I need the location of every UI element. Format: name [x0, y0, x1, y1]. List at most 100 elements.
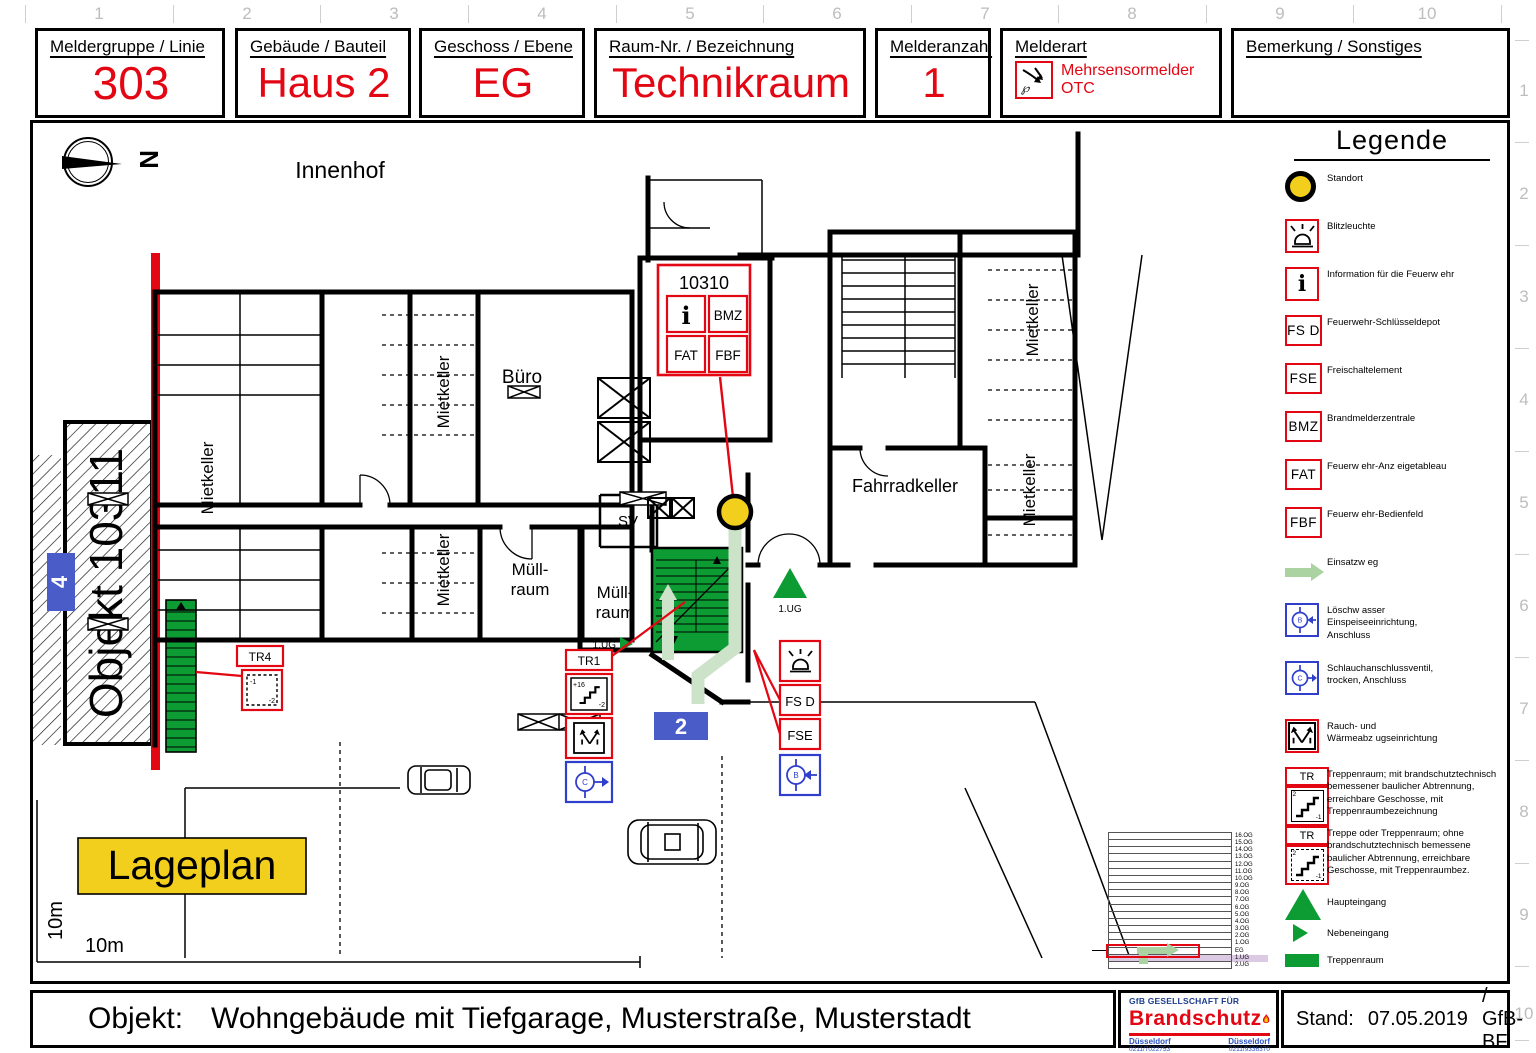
floor-label: 5.OG — [1235, 911, 1250, 918]
legend-item-loeschwasser: B Löschw asser Einspeiseeinrichtung, Ans… — [1277, 603, 1507, 661]
grid-label: 6 — [1519, 596, 1529, 615]
room-label-sv: SV — [618, 513, 638, 530]
floor-label: 10.OG — [1235, 875, 1253, 882]
blitzleuchte-icon — [778, 639, 822, 683]
svg-text:Lageplan: Lageplan — [108, 842, 277, 888]
blitzleuchte-icon — [1285, 219, 1319, 253]
floor-label: 1.UG — [1235, 954, 1250, 961]
grid-label: 3 — [389, 4, 399, 23]
field-label: Geschoss / Ebene — [434, 37, 573, 56]
grid-label: 1 — [1519, 81, 1529, 100]
field-melderart: Melderart ℘ Mehrsensormelder OTC — [1000, 28, 1222, 118]
loeschwasser-icon: B — [1285, 603, 1319, 637]
fat-icon: FAT — [674, 348, 698, 363]
grid-label: 3 — [1519, 287, 1529, 306]
floor-label: 2.OG — [1235, 933, 1250, 940]
floor-label: 3.OG — [1235, 926, 1250, 933]
svg-text:℘: ℘ — [1021, 81, 1030, 95]
svg-text:C: C — [1297, 676, 1302, 683]
rwa-icon — [1285, 719, 1319, 753]
field-value: 303 — [92, 57, 170, 109]
standort-icon — [1285, 171, 1316, 202]
field-label: Bemerkung / Sonstiges — [1246, 37, 1422, 56]
grid-label: 4 — [1519, 390, 1529, 409]
grid-label: 1 — [94, 4, 104, 23]
floor-label: 6.OG — [1235, 904, 1250, 911]
bmz-icon: BMZ — [714, 308, 743, 323]
legend-title: Legende — [1335, 125, 1449, 155]
grid-label: 8 — [1127, 4, 1137, 23]
standort-marker — [716, 493, 754, 531]
tr1-marker-stack: TR1 +16 -2 C — [564, 601, 686, 804]
room-label-buero: Büro — [502, 367, 542, 388]
fbf-icon: FBF — [1285, 507, 1322, 538]
floor-label-current: EG — [1235, 947, 1244, 954]
nebeneingang-icon — [1293, 924, 1308, 942]
legend-item-tr-solid: TR 2 -1 Treppenraum; mit brandschutztech… — [1277, 767, 1507, 826]
field-value: Haus 2 — [257, 59, 391, 106]
grid-label: 2 — [1519, 184, 1529, 203]
legend-item-fsd: FS D Feuerwehr-Schlüsseldepot — [1277, 315, 1507, 363]
current-floor-highlight — [1106, 944, 1200, 958]
field-geschoss: Geschoss / Ebene EG — [419, 28, 585, 118]
stand-date: 07.05.2019 — [1367, 1007, 1468, 1030]
field-bemerkung: Bemerkung / Sonstiges — [1231, 28, 1510, 118]
detector-group-box: 10310 i BMZ FAT FBF — [656, 263, 752, 498]
room-label-muellraum: raum — [596, 603, 635, 622]
legend-item-fse: FSE Freischaltelement — [1277, 363, 1507, 411]
floor-label: 16.OG — [1235, 833, 1253, 839]
svg-text:-1: -1 — [250, 679, 256, 686]
north-arrow-icon: N — [62, 137, 164, 187]
plan-frame — [30, 120, 1510, 984]
svg-text:N: N — [134, 150, 164, 169]
revision-box: Stand: 07.05.2019 / GfB-BF — [1281, 985, 1523, 1053]
void-brace — [1061, 254, 1143, 541]
svg-text:B: B — [793, 771, 798, 780]
grid-label: 9 — [1519, 905, 1529, 924]
fse-icon: FSE — [1285, 363, 1322, 394]
field-value: Technikraum — [611, 59, 851, 106]
legend-item-fat: FAT Feuerw ehr-Anz eigetableau — [1277, 459, 1507, 507]
lageplan-label: Lageplan — [77, 837, 307, 895]
floor-label: 9.OG — [1235, 883, 1250, 890]
floor-level-diagram: 16.OG 15.OG 14.OG 13.OG 12.OG 11.OG 10.O… — [1092, 832, 1268, 970]
legend-item-haupteingang: Haupteingang — [1277, 885, 1507, 920]
legend-item-tr-dashed: TR 2 -1 Treppe oder Treppenraum; ohne br… — [1277, 826, 1507, 885]
entrance-marker-stack: FS D FSE B — [752, 639, 822, 797]
object-value: Wohngebäude mit Tiefgarage, Musterstraße… — [211, 1002, 971, 1035]
detector-group-id: 10310 — [679, 273, 729, 293]
rwa-icon — [564, 716, 614, 760]
room-label-mietkeller: Mietkeller — [1023, 283, 1042, 356]
bmz-icon: BMZ — [1285, 411, 1322, 442]
floor-label: 7.OG — [1235, 897, 1250, 904]
grid-label: 6 — [832, 4, 842, 23]
walls-thick — [152, 131, 1081, 748]
object-title-bar: Objekt: Wohngebäude mit Tiefgarage, Must… — [30, 990, 1116, 1048]
office-phone: 0211/7022753 — [1129, 1046, 1171, 1053]
fse-icon: FSE — [787, 728, 813, 743]
legend-item-fbf: FBF Feuerw ehr-Bedienfeld — [1277, 507, 1507, 555]
fsd-icon: FS D — [1285, 315, 1322, 346]
svg-text:B: B — [1298, 618, 1303, 625]
einsatzweg-arrow-icon — [1285, 563, 1327, 581]
flame-logo-icon — [1262, 1014, 1270, 1024]
field-gebaeude: Gebäude / Bauteil Haus 2 — [235, 28, 411, 118]
tr-solid-icon: TR 2 -1 — [1285, 767, 1329, 826]
legend-item-nebeneingang: Nebeneingang — [1277, 920, 1507, 951]
object-label: Objekt: — [88, 1002, 184, 1035]
room-label-mietkeller: Mietkeller — [1020, 453, 1039, 526]
legend: Legende Standort Blitzleuchte i Informat… — [1277, 125, 1507, 982]
haupteingang-icon — [1285, 889, 1321, 920]
tr-dashed-icon: TR 2 -1 — [1285, 826, 1329, 885]
schlauchanschluss-icon: C — [1285, 661, 1319, 695]
grid-label: 4 — [537, 4, 547, 23]
room-label-mietkeller: Mietkeller — [198, 441, 217, 514]
zone-2-marker: 2 — [654, 712, 708, 740]
room-label-muellraum: Müll- — [597, 583, 634, 602]
floor-label: 8.OG — [1235, 890, 1250, 897]
escape-route-path — [659, 522, 742, 704]
stand-label: Stand: — [1296, 1007, 1354, 1030]
scale-horizontal: 10m — [85, 935, 124, 957]
office-city: Düsseldorf — [1228, 1037, 1270, 1046]
